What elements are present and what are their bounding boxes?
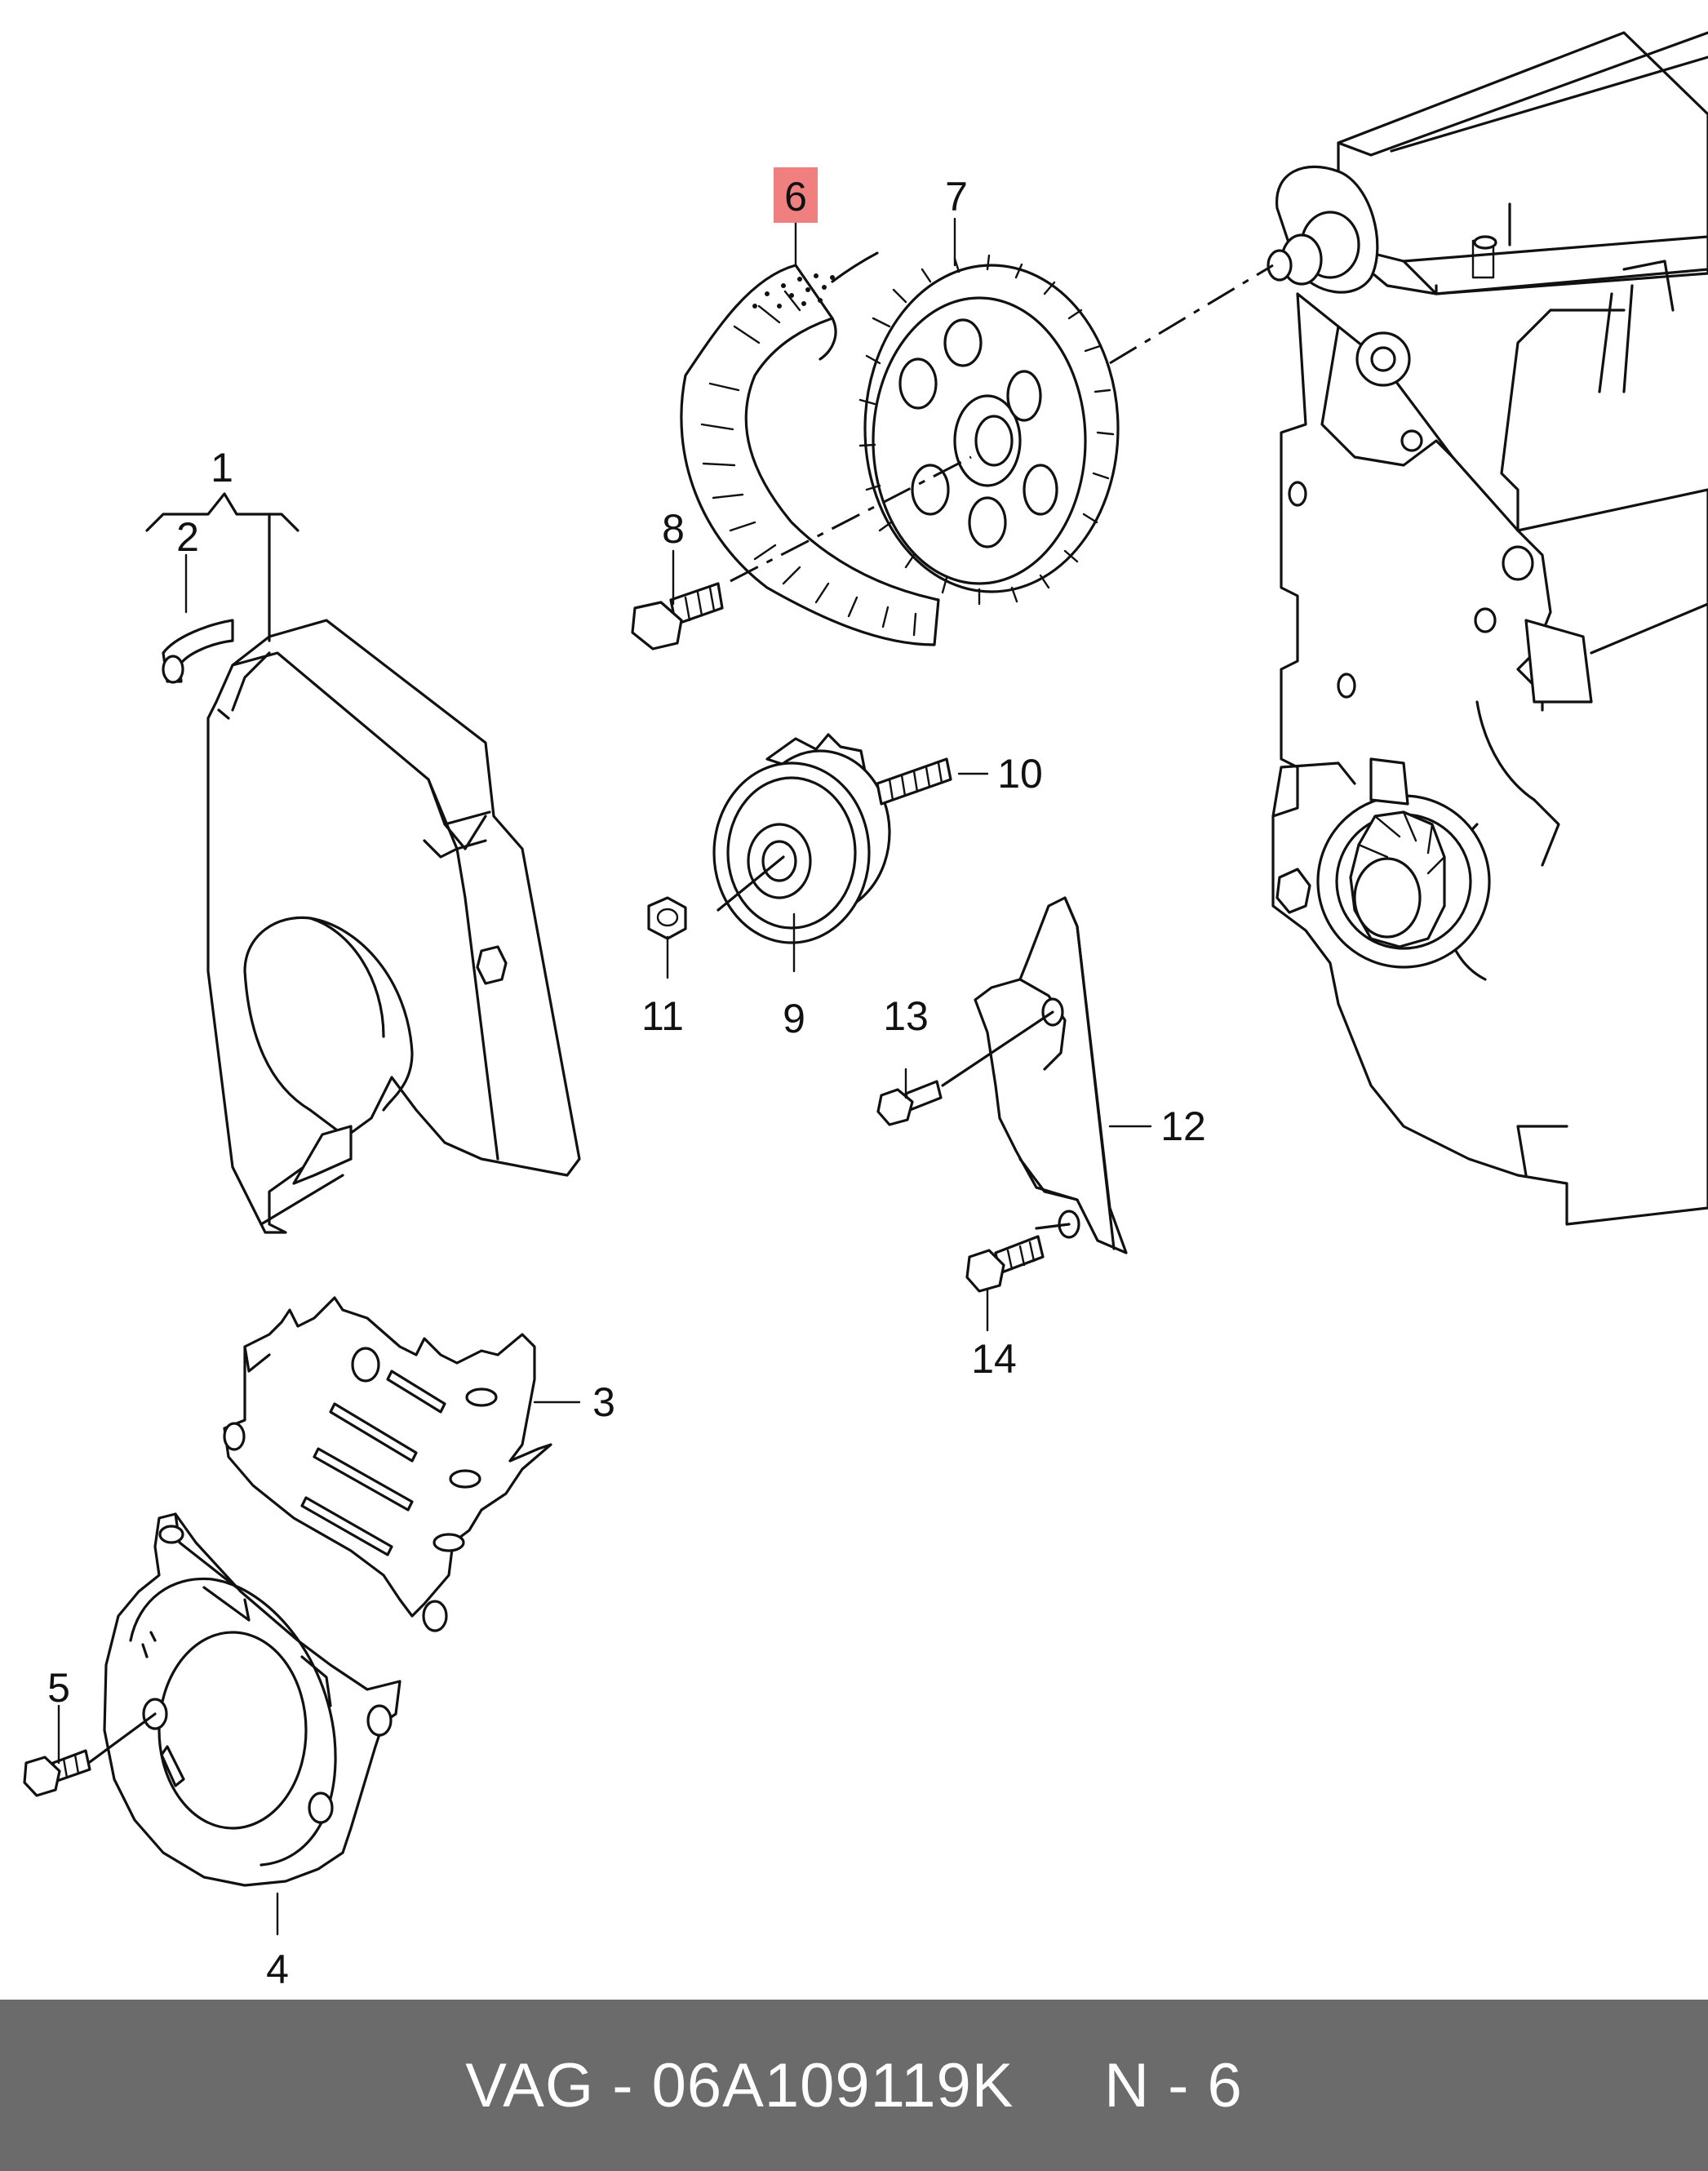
middle-cover-3 xyxy=(223,1296,552,1632)
callout-13: 13 xyxy=(883,993,929,1039)
callout-10: 10 xyxy=(997,751,1043,797)
bolt-5 xyxy=(23,1712,157,1797)
part-number-caption: VAG - 06A109119K N - 6 xyxy=(465,2051,1243,2120)
bolt-14 xyxy=(965,1223,1071,1293)
nut-11 xyxy=(647,896,687,940)
callout-11: 11 xyxy=(641,993,684,1039)
highlight-box-6 xyxy=(774,167,818,223)
callout-4: 4 xyxy=(266,1947,289,1992)
cover-12 xyxy=(941,896,1128,1254)
callout-5: 5 xyxy=(47,1665,70,1711)
callout-6: 6 xyxy=(784,174,807,220)
callout-7: 7 xyxy=(945,174,968,220)
timing-belt xyxy=(680,251,940,646)
callout-bracket-1 xyxy=(145,492,299,532)
upper-cover-1 xyxy=(206,619,581,1234)
crankshaft-sprocket xyxy=(1316,757,1491,969)
bolt-8 xyxy=(631,455,972,650)
bolt-13 xyxy=(876,1080,943,1126)
callout-12: 12 xyxy=(1160,1103,1206,1149)
callout-8: 8 xyxy=(662,506,685,552)
callout-1: 1 xyxy=(211,445,233,491)
leader-lines xyxy=(57,217,1152,1936)
camshaft-sprocket xyxy=(858,254,1120,606)
exploded-parts-diagram: 1 2 3 4 5 6 7 8 9 10 11 12 13 14 xyxy=(23,31,1708,1992)
lower-cover-4 xyxy=(103,1512,401,1887)
callout-14: 14 xyxy=(971,1336,1017,1382)
stud-10 xyxy=(876,757,952,806)
tensioner-roller xyxy=(712,733,891,944)
engine-block xyxy=(1267,31,1708,1226)
clip-2 xyxy=(162,619,234,684)
callout-2: 2 xyxy=(176,514,199,560)
callout-9: 9 xyxy=(783,996,805,1041)
callout-3: 3 xyxy=(592,1379,615,1425)
footer-bar: VAG - 06A109119K N - 6 xyxy=(0,2000,1708,2171)
